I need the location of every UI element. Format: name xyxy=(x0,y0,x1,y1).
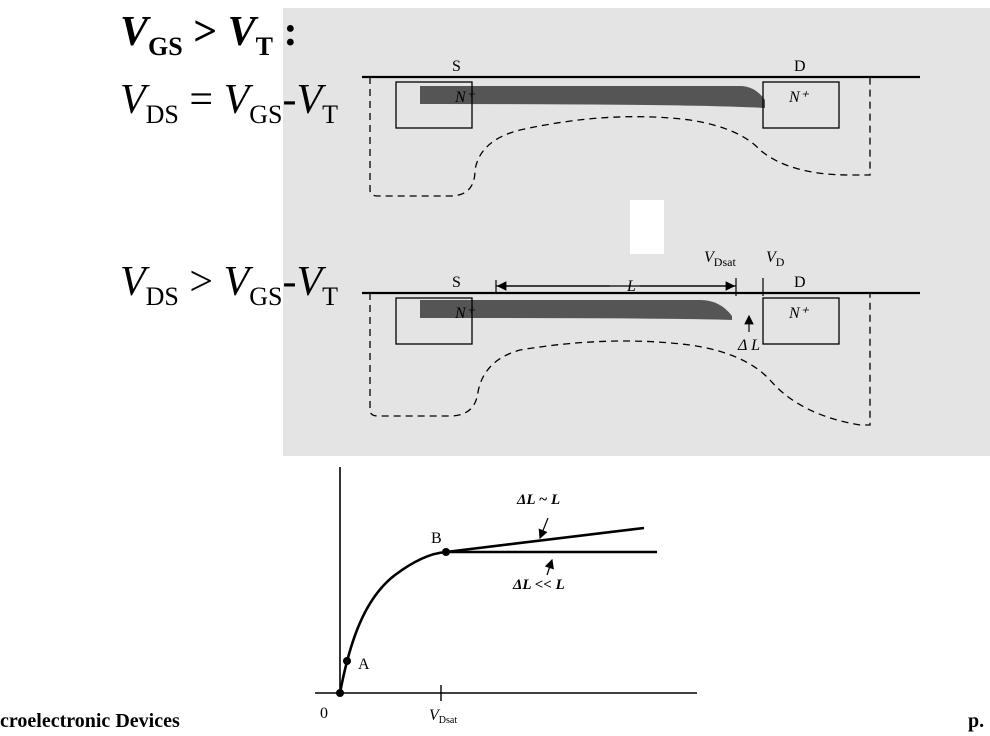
point-b-marker xyxy=(442,548,450,556)
vdsat-axis-label: VDsat xyxy=(429,707,457,726)
point-a-label: A xyxy=(358,656,370,673)
eq3-sub-t: T xyxy=(322,282,339,311)
vd-label: VD xyxy=(766,249,785,269)
annotation-lower: ΔL << L xyxy=(512,577,565,593)
delta-l-label: Δ L xyxy=(737,337,760,354)
point-a-marker xyxy=(343,657,351,665)
source-doping-label-2: N⁺ xyxy=(454,305,476,322)
eq2-operator: = xyxy=(178,77,224,123)
eq3-v3: V xyxy=(296,259,323,305)
eq1-sub-gs: GS xyxy=(148,32,183,61)
equation-vgs-gt-vt: VGS > VT : xyxy=(120,8,298,62)
eq2-sub-gs: GS xyxy=(249,100,283,129)
iv-characteristic-plot: A B 0 VDsat ΔL ~ L ΔL << L xyxy=(315,467,697,726)
annotation-upper-arrow xyxy=(538,517,549,540)
inversion-channel-2 xyxy=(420,300,732,320)
mosfet-cross-section-pinchoff: S D N⁺ N⁺ xyxy=(362,58,920,197)
depletion-boundary-2 xyxy=(369,293,871,426)
annotation-lower-arrow xyxy=(544,558,554,576)
eq3-v: V xyxy=(120,259,146,305)
channel-length-label: L xyxy=(626,278,636,295)
eq3-sub-gs: GS xyxy=(249,282,283,311)
label-mask-patch xyxy=(630,200,664,254)
eq1-sub-t: T xyxy=(255,32,273,61)
inversion-channel xyxy=(420,86,765,108)
eq2-v3: V xyxy=(296,77,323,123)
drain-doping-label-2: N⁺ xyxy=(788,305,810,322)
drain-label-2: D xyxy=(794,274,806,291)
source-label: S xyxy=(452,58,461,75)
vdsat-label: VDsat xyxy=(704,249,736,269)
eq3-minus: - xyxy=(282,259,297,305)
eq1-v: V xyxy=(120,9,149,55)
eq3-sub-ds: DS xyxy=(145,282,179,311)
drain-doping-label: N⁺ xyxy=(788,89,810,106)
eq2-v2: V xyxy=(223,77,250,123)
eq1-colon: : xyxy=(273,9,298,55)
footer-course-title: croelectronic Devices xyxy=(0,710,180,732)
eq1-operator: > xyxy=(182,9,228,55)
source-label-2: S xyxy=(452,274,461,291)
drain-n-region-2 xyxy=(762,297,840,345)
source-n-region-2 xyxy=(395,297,473,345)
curve-channel-modulation xyxy=(445,526,645,554)
drain-n-region xyxy=(762,81,840,129)
equation-vds-gt-vgs-minus-vt: VDS > VGS-VT xyxy=(120,258,338,312)
eq2-v: V xyxy=(120,77,146,123)
eq2-minus: - xyxy=(282,77,297,123)
equation-vds-eq-vgs-minus-vt: VDS = VGS-VT xyxy=(120,76,338,130)
annotation-upper: ΔL ~ L xyxy=(516,492,560,508)
origin-label: 0 xyxy=(320,705,328,722)
eq2-sub-ds: DS xyxy=(145,100,179,129)
eq3-v2: V xyxy=(223,259,250,305)
footer-page-number: p. xyxy=(968,710,985,732)
curve-ideal xyxy=(338,550,657,694)
eq1-v2: V xyxy=(227,9,256,55)
mosfet-cross-section-saturation: S D N⁺ N⁺ L VDsat VD Δ L xyxy=(362,249,920,426)
eq3-operator: > xyxy=(178,259,224,305)
source-n-region xyxy=(395,81,473,129)
point-b-label: B xyxy=(431,530,442,547)
origin-point xyxy=(336,689,344,697)
depletion-boundary xyxy=(369,77,871,197)
drain-label: D xyxy=(794,58,806,75)
eq2-sub-t: T xyxy=(322,100,339,129)
source-doping-label: N⁺ xyxy=(454,89,476,106)
